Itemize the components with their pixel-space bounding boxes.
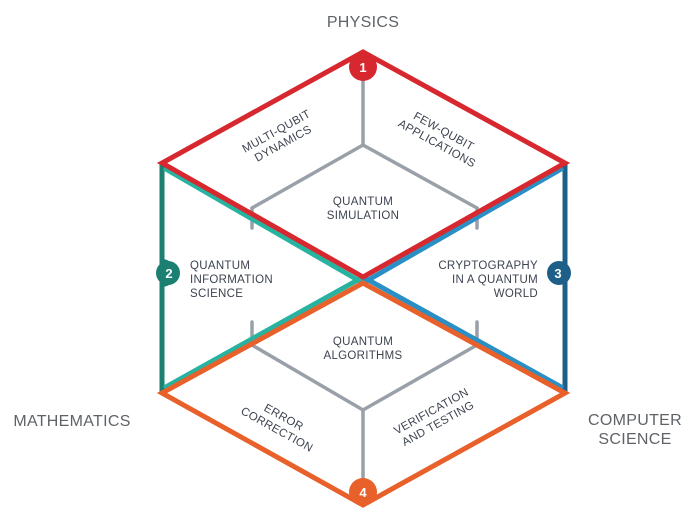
quantum-algorithms-label: QUANTUM ALGORITHMS bbox=[313, 335, 413, 363]
svg-text:4: 4 bbox=[359, 485, 367, 500]
computer-science-line2: SCIENCE bbox=[598, 431, 672, 448]
physics-label: PHYSICS bbox=[326, 14, 400, 31]
svg-text:2: 2 bbox=[165, 266, 172, 281]
badge-4: 4 bbox=[349, 478, 377, 506]
badge-3: 3 bbox=[547, 261, 571, 285]
mathematics-label: MATHEMATICS bbox=[13, 413, 131, 430]
badge-1: 1 bbox=[349, 53, 377, 81]
label-line: INFORMATION bbox=[190, 274, 273, 286]
quantum-information-science-label: QUANTUM INFORMATION SCIENCE bbox=[190, 259, 273, 301]
label-line: QUANTUM bbox=[190, 260, 251, 272]
label-line: SCIENCE bbox=[190, 288, 244, 300]
svg-text:3: 3 bbox=[554, 266, 561, 281]
label-line: CRYPTOGRAPHY bbox=[438, 260, 538, 272]
quantum-simulation-label: QUANTUM SIMULATION bbox=[313, 195, 413, 223]
label-line: IN A QUANTUM bbox=[451, 274, 538, 286]
badge-2: 2 bbox=[156, 259, 180, 287]
computer-science-label: COMPUTER SCIENCE bbox=[580, 411, 690, 449]
label-line: SIMULATION bbox=[326, 210, 400, 222]
cryptography-label: CRYPTOGRAPHY IN A QUANTUM WORLD bbox=[418, 259, 538, 301]
physics-rhombus bbox=[156, 49, 571, 280]
label-line: ALGORITHMS bbox=[323, 350, 403, 362]
svg-text:1: 1 bbox=[359, 60, 366, 75]
computer-science-line1: COMPUTER bbox=[588, 412, 682, 429]
label-line: QUANTUM bbox=[332, 196, 394, 208]
label-line: WORLD bbox=[493, 288, 538, 300]
label-line: QUANTUM bbox=[332, 336, 394, 348]
